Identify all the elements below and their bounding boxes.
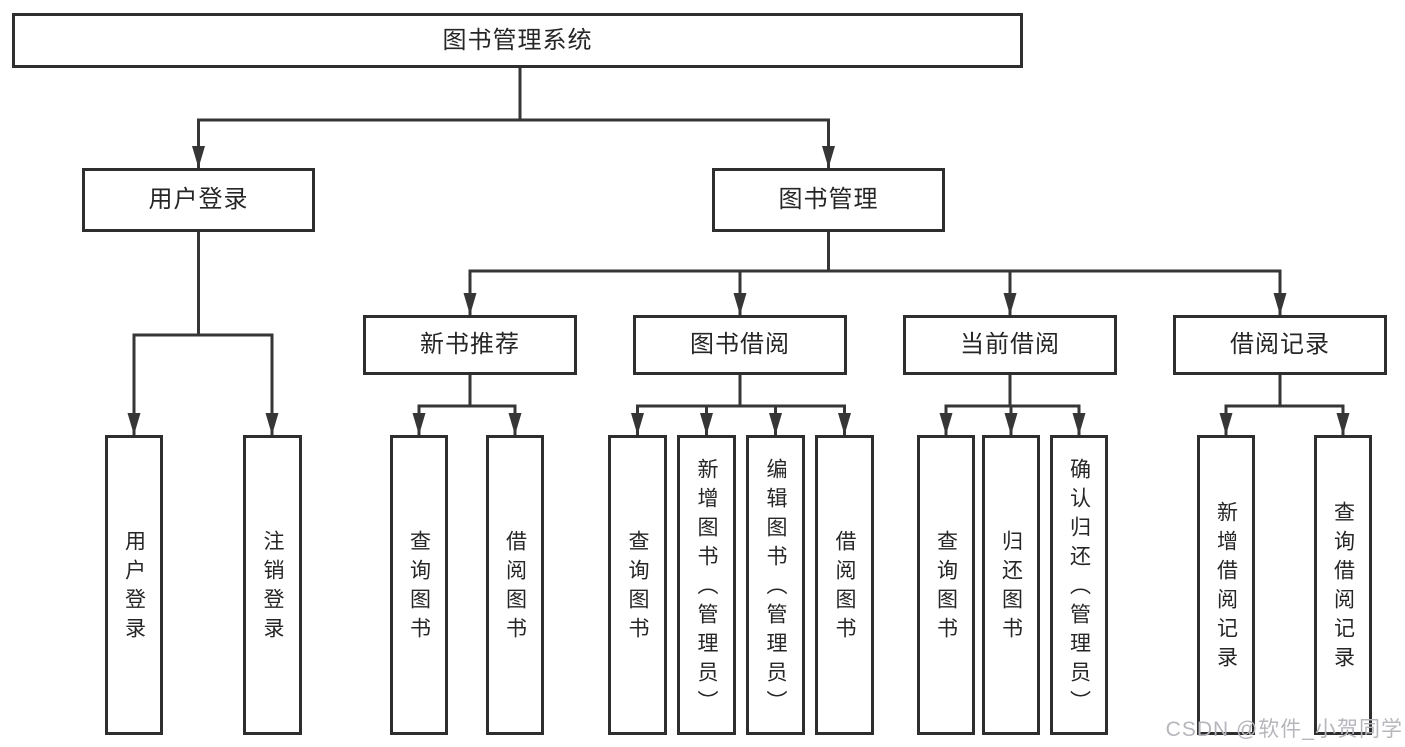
node-library-management-system: 图书管理系统 (12, 13, 1023, 68)
leaf-add-borrow-record: 新增借阅记录 (1197, 435, 1255, 735)
node-book-borrowing: 图书借阅 (633, 315, 847, 375)
node-new-book-recommendation: 新书推荐 (363, 315, 577, 375)
leaf-query-books-current: 查询图书 (917, 435, 975, 735)
leaf-query-books-borrow: 查询图书 (608, 435, 667, 735)
node-borrowing-records: 借阅记录 (1173, 315, 1387, 375)
leaf-borrow-books-borrow: 借阅图书 (815, 435, 874, 735)
leaf-user-login: 用户登录 (105, 435, 163, 735)
leaf-borrow-books-recommend: 借阅图书 (486, 435, 544, 735)
leaf-logout-login: 注销登录 (243, 435, 302, 735)
leaf-query-borrow-record: 查询借阅记录 (1314, 435, 1372, 735)
node-current-borrowing: 当前借阅 (903, 315, 1117, 375)
leaf-return-books: 归还图书 (982, 435, 1040, 735)
leaf-add-books-admin: 新增图书（管理员） (677, 435, 736, 735)
node-user-login: 用户登录 (82, 168, 315, 232)
node-book-management: 图书管理 (712, 168, 945, 232)
leaf-confirm-return-admin: 确认归还（管理员） (1050, 435, 1108, 735)
leaf-query-books-recommend: 查询图书 (390, 435, 448, 735)
watermark: CSDN @软件_小贺同学 (1165, 718, 1403, 741)
leaf-edit-books-admin: 编辑图书（管理员） (746, 435, 805, 735)
